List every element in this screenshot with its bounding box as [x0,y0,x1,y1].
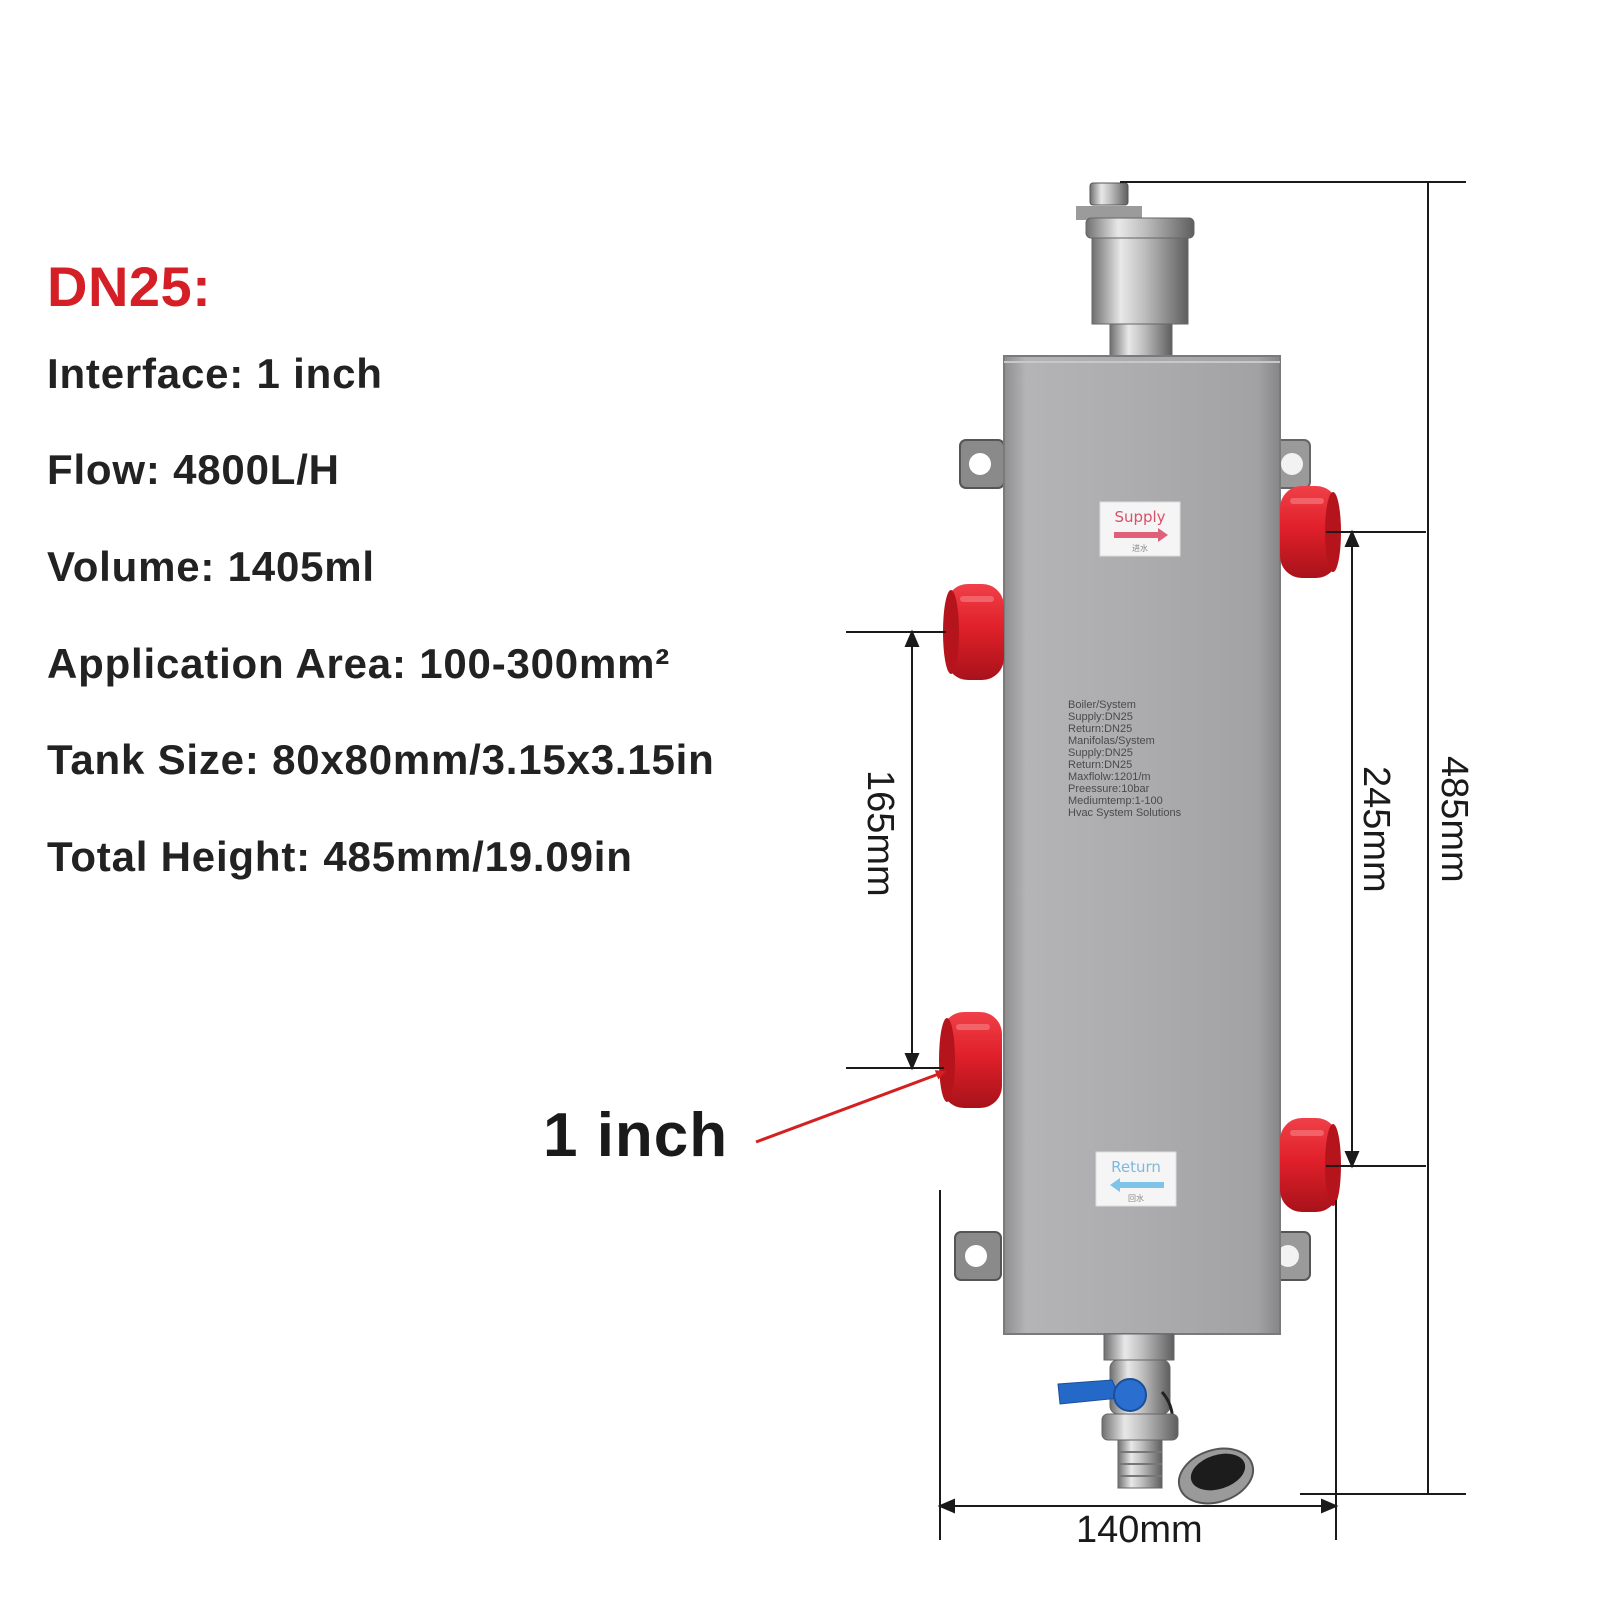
nameplate-line: Manifolas/System [1068,735,1155,747]
nameplate-line: Maxflolw:1201/m [1068,771,1151,783]
supply-sticker-sublabel: 进水 [1132,543,1148,553]
supply-sticker-label: Supply [1114,508,1165,526]
nameplate-line: Return:DN25 [1068,759,1132,771]
drain-valve [1057,1333,1255,1505]
dimension-label-140: 140mm [1076,1509,1203,1551]
nameplate-line: Supply:DN25 [1068,747,1133,759]
return-sticker-label: Return [1111,1158,1161,1176]
port-caps [939,486,1341,1212]
left-lower-port-cap [939,1012,1002,1108]
nameplate-line: Boiler/System [1068,699,1136,711]
spec-interface: Interface: 1 inch [47,350,383,397]
dimension-lines [846,181,1466,1540]
spec-tank-size: Tank Size: 80x80mm/3.15x3.15in [47,736,715,783]
nameplate-line: Preessure:10bar [1068,783,1150,795]
spec-application-area: Application Area: 100-300mm² [47,640,671,687]
dimension-label-245: 245mm [1355,766,1397,893]
return-sticker-sublabel: 回水 [1128,1193,1144,1203]
nameplate-line: Supply:DN25 [1068,711,1133,723]
spec-volume: Volume: 1405ml [47,543,375,590]
spec-flow: Flow: 4800L/H [47,446,340,493]
nameplate: Boiler/System Supply:DN25 Return:DN25 Ma… [1068,699,1182,819]
left-upper-port-cap [943,584,1004,680]
callout-arrow [755,1070,946,1144]
model-title: DN25: [47,255,212,318]
dimension-label-165: 165mm [859,770,901,897]
spec-total-height: Total Height: 485mm/19.09in [47,833,633,880]
nameplate-line: Hvac System Solutions [1068,807,1182,819]
air-vent [1076,182,1195,365]
dimension-label-485: 485mm [1433,756,1475,883]
interface-callout-label: 1 inch [543,1101,729,1170]
nameplate-line: Return:DN25 [1068,723,1132,735]
return-sticker: Return 回水 [1095,1151,1177,1207]
nameplate-line: Mediumtemp:1-100 [1068,795,1163,807]
supply-sticker: Supply 进水 [1099,501,1181,557]
